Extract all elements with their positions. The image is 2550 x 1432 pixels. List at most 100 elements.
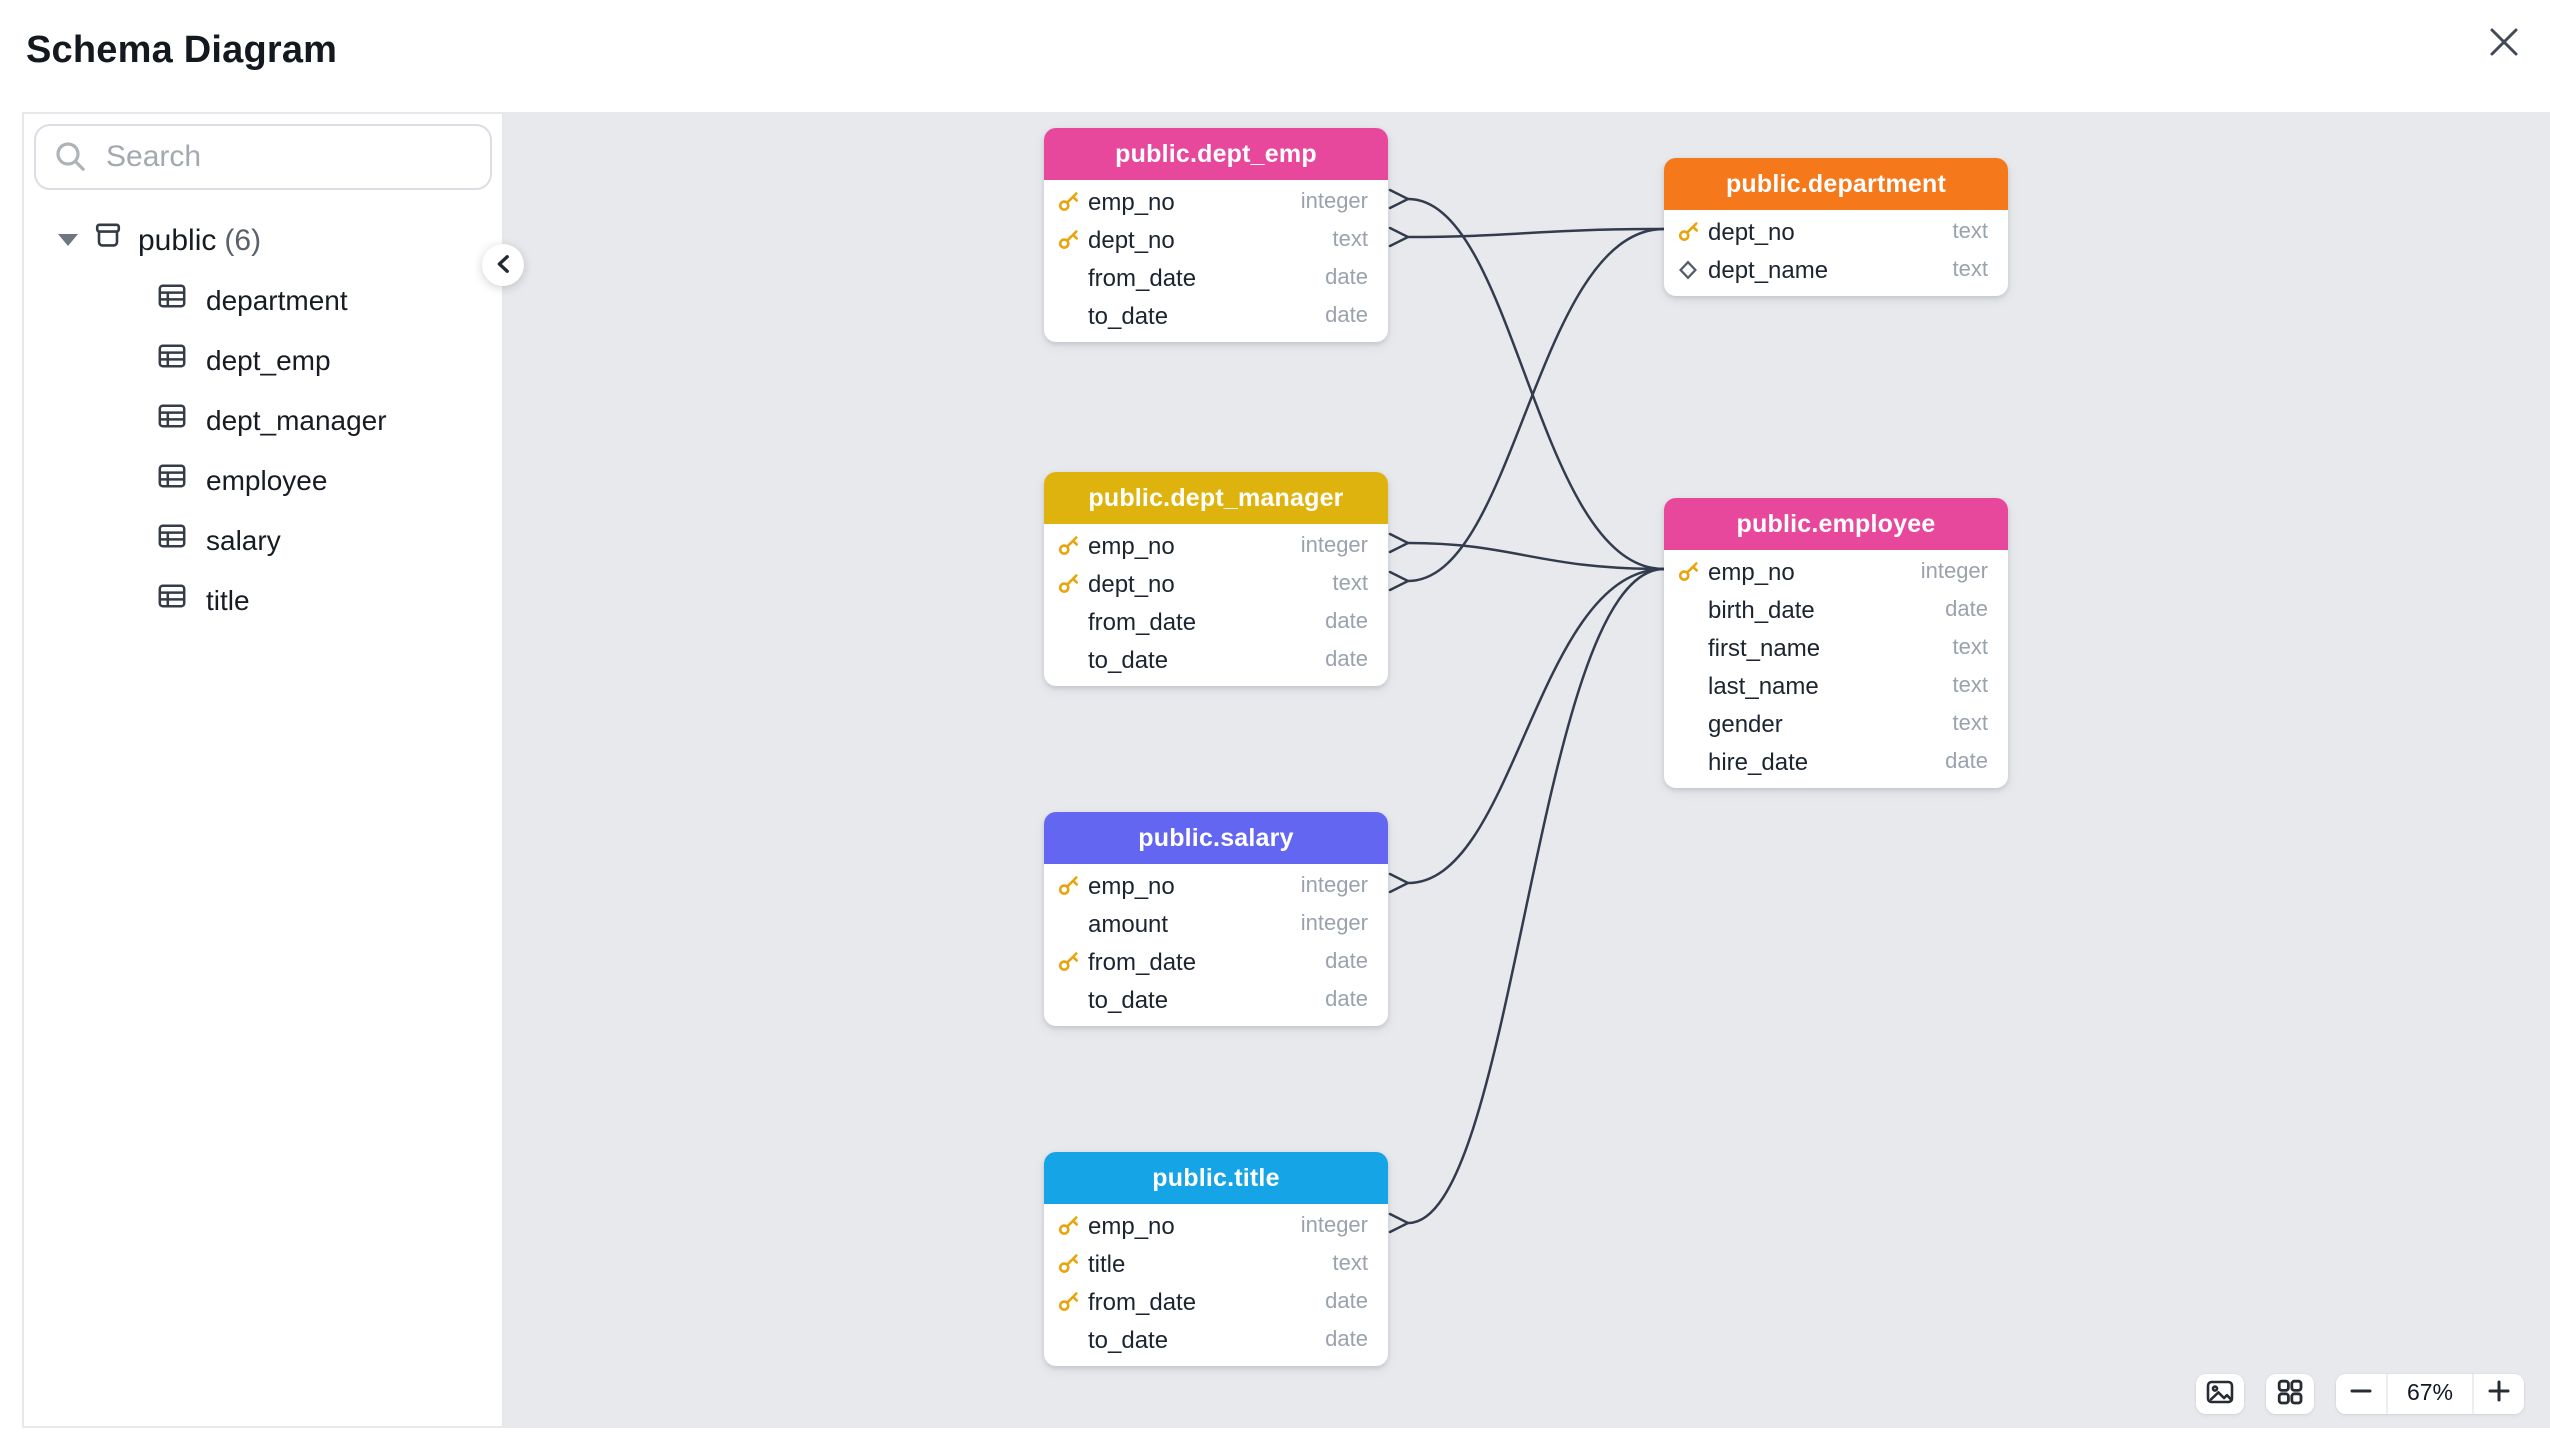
field-type: text — [1332, 227, 1368, 251]
field-type: integer — [1300, 873, 1368, 897]
field-name: from_date — [1088, 607, 1197, 635]
field-name: dept_no — [1708, 217, 1795, 245]
field-type: text — [1952, 711, 1988, 735]
sidebar-item-salary[interactable]: salary — [24, 510, 502, 570]
field-type: date — [1325, 303, 1368, 327]
zoom-out-icon — [2348, 1378, 2374, 1410]
search-box — [34, 124, 492, 190]
table-icon — [156, 459, 188, 501]
table-node-title: public.dept_manager — [1044, 472, 1388, 524]
field-row-emp_no: emp_no integer — [1664, 552, 2008, 590]
field-type: integer — [1300, 911, 1368, 935]
table-node-title: public.title — [1044, 1152, 1388, 1204]
field-type: date — [1325, 1327, 1368, 1351]
field-type: date — [1325, 987, 1368, 1011]
primary-key-icon — [1058, 572, 1088, 594]
search-icon — [54, 140, 88, 184]
image-icon — [2204, 1375, 2236, 1413]
field-name: last_name — [1708, 671, 1819, 699]
page-title: Schema Diagram — [26, 30, 338, 72]
primary-key-icon — [1058, 874, 1088, 896]
schema-name: public — [138, 223, 217, 257]
sidebar-item-dept_manager[interactable]: dept_manager — [24, 390, 502, 450]
field-name: dept_no — [1088, 569, 1175, 597]
sidebar-item-employee[interactable]: employee — [24, 450, 502, 510]
field-name: from_date — [1088, 263, 1197, 291]
field-name: emp_no — [1708, 557, 1795, 585]
field-name: to_date — [1088, 645, 1169, 673]
schema-table-count: (6) — [224, 223, 262, 257]
grid-layout-icon — [2274, 1375, 2306, 1413]
search-input[interactable] — [34, 124, 492, 190]
primary-key-icon — [1058, 1252, 1088, 1274]
field-name: emp_no — [1088, 531, 1175, 559]
sidebar-item-title[interactable]: title — [24, 570, 502, 630]
primary-key-icon — [1058, 534, 1088, 556]
zoom-level: 67% — [2386, 1374, 2472, 1414]
field-name: from_date — [1088, 947, 1197, 975]
sidebar-collapse-button[interactable] — [482, 244, 524, 286]
field-row-dept_no: dept_no text — [1044, 220, 1388, 258]
field-type: integer — [1300, 1213, 1368, 1237]
sidebar: public (6) departmentdept_empdept_manage… — [22, 112, 504, 1428]
field-name: dept_no — [1088, 225, 1175, 253]
primary-key-icon — [1058, 1290, 1088, 1312]
diagram-canvas[interactable] — [503, 112, 2550, 1428]
primary-key-icon — [1058, 190, 1088, 212]
close-button[interactable] — [2482, 22, 2526, 66]
field-type: text — [1952, 219, 1988, 243]
field-type: integer — [1300, 533, 1368, 557]
table-name: salary — [206, 524, 281, 556]
primary-key-icon — [1678, 220, 1708, 242]
table-name: title — [206, 584, 250, 616]
primary-key-icon — [1678, 560, 1708, 582]
field-name: hire_date — [1708, 747, 1809, 775]
canvas-controls: 67% — [2196, 1374, 2524, 1414]
table-icon — [156, 399, 188, 441]
field-type: integer — [1300, 189, 1368, 213]
table-node-title: public.department — [1664, 158, 2008, 210]
zoom-in-button[interactable] — [2472, 1374, 2524, 1414]
field-type: integer — [1920, 559, 1988, 583]
table-node-title: public.dept_emp — [1044, 128, 1388, 180]
zoom-out-button[interactable] — [2336, 1374, 2386, 1414]
download-image-button[interactable] — [2196, 1374, 2244, 1414]
field-type: date — [1325, 647, 1368, 671]
field-name: title — [1088, 1249, 1126, 1277]
primary-key-icon — [1058, 1214, 1088, 1236]
table-node-title: public.employee — [1664, 498, 2008, 550]
field-name: birth_date — [1708, 595, 1815, 623]
auto-layout-button[interactable] — [2266, 1374, 2314, 1414]
field-name: first_name — [1708, 633, 1821, 661]
schema-node-public[interactable]: public (6) — [24, 210, 502, 270]
zoom-in-icon — [2486, 1378, 2512, 1410]
field-row-emp_no: emp_no integer — [1044, 526, 1388, 564]
table-name: employee — [206, 464, 328, 496]
sidebar-item-dept_emp[interactable]: dept_emp — [24, 330, 502, 390]
field-type: date — [1325, 265, 1368, 289]
sidebar-item-department[interactable]: department — [24, 270, 502, 330]
field-type: date — [1325, 1289, 1368, 1313]
field-row-dept_no: dept_no text — [1664, 212, 2008, 250]
table-icon — [156, 579, 188, 621]
